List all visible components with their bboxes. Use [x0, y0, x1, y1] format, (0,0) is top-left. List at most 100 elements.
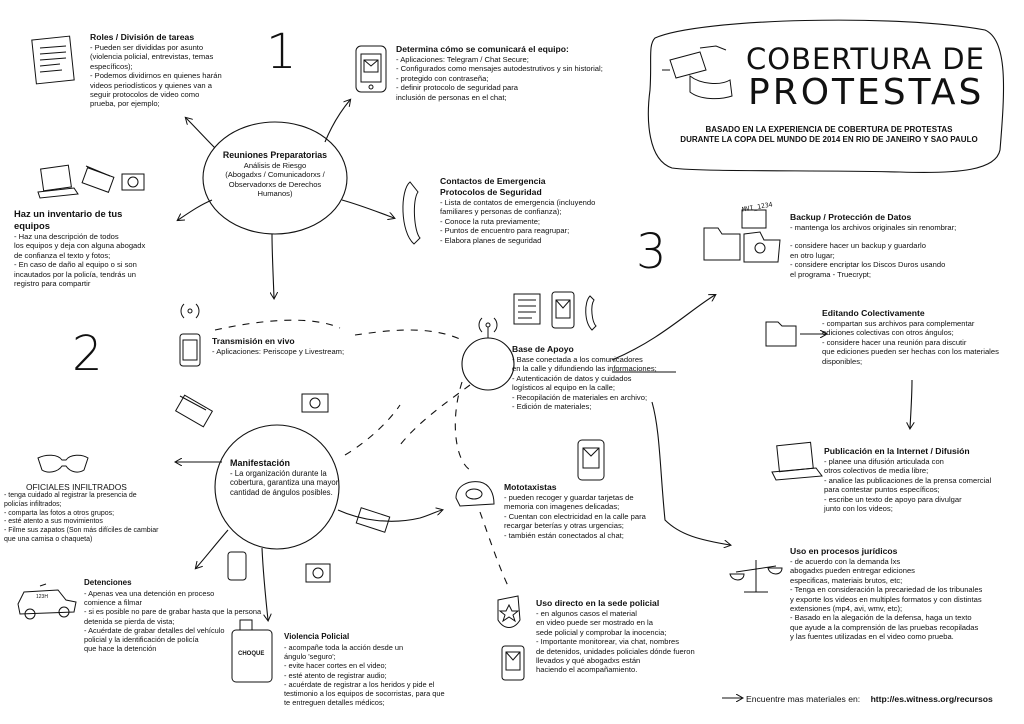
backup-title: Backup / Protección de Datos: [790, 212, 912, 222]
backup-item: [790, 232, 1010, 241]
violencia-item: ángulo 'seguro';: [284, 652, 336, 662]
choque-sign-icon: [231, 619, 273, 683]
roles-item: específicos);: [90, 61, 133, 71]
base-block: Base de Apoyo - Base conectada a los com…: [512, 344, 692, 411]
police-badge-icon: [497, 595, 521, 628]
roles-item: (violencia policial, entrevistas, temas: [90, 52, 214, 62]
juridicos-item: - Basado en la alegación de la defensa, …: [790, 613, 972, 623]
inventario-item: - En caso de daño al equipo o si son: [14, 260, 137, 270]
oficiales-item: - Filme sus zapatos (Son más difíciles d…: [4, 527, 159, 535]
transmision-title: Transmisión en vivo: [212, 336, 295, 346]
document-icon: [31, 35, 75, 85]
base-phone-icon: [551, 291, 575, 329]
detenciones-item: - Apenas vea una detención en proceso: [84, 589, 215, 598]
phone-small-icon: [227, 551, 247, 581]
smartphone-icon: [355, 45, 387, 93]
editando-title: Editando Colectivamente: [822, 308, 925, 318]
violencia-item: - acuérdate de registrar a los heridos y…: [284, 679, 435, 689]
mototaxistas-item: - Cuentan con electricidad en la calle p…: [504, 511, 646, 521]
comunicacion-item: - definir protocolo de seguridad para: [396, 83, 518, 93]
base-documents-icon: [513, 293, 541, 325]
backup-item: - considere encriptar los Discos Duros u…: [790, 260, 946, 270]
roles-item: - Podemos dividirnos en quienes harán: [90, 71, 222, 81]
detenciones-item: detenida se pierda de vista;: [84, 616, 175, 626]
juridicos-item: y exporte los videos en multiples format…: [790, 594, 982, 604]
title-line-1: COBERTURA DE: [746, 42, 985, 76]
telephone-icon: [402, 181, 421, 245]
comunicacion-item: - protegido con contraseña;: [396, 73, 489, 83]
reuniones-line: (Abogadxs / Comunicadorxs /: [225, 170, 325, 180]
backup-item: - mantenga los archivos originales sin r…: [790, 223, 957, 232]
sede-item: en video puede ser mostrado en la: [536, 618, 653, 628]
roles-item: seguir protocolos de video como: [90, 90, 200, 100]
publicacion-item: - analice las publicaciones de la prensa…: [824, 475, 992, 485]
base-item: logísticos al equipo en la calle;: [512, 383, 616, 393]
sede-item: sede policial y comprobar la inocencia;: [536, 627, 667, 637]
step-number-1: 1: [266, 24, 297, 80]
sede-phone-icon: [501, 645, 525, 681]
detenciones-block: Detenciones - Apenas vea una detención e…: [84, 578, 284, 653]
roles-item: videos periodísticos y quienes van a: [90, 80, 212, 90]
roles-item: - Pueden ser divididas por asunto: [90, 43, 204, 52]
juridicos-title: Uso en procesos jurídicos: [790, 546, 898, 556]
backup-item: el programa - Truecrypt;: [790, 269, 872, 279]
base-item: - Base conectada a los comunicadores: [512, 355, 643, 364]
editando-item: - considere hacer una reunión para discu…: [822, 337, 967, 347]
base-item: - Recopilación de materiales en archivo;: [512, 392, 648, 402]
juridicos-item: extensiones (mp4, avi, wmv, etc);: [790, 604, 903, 614]
violencia-item: te entreguen detalles médicos;: [284, 698, 385, 708]
folder-icon: [703, 209, 781, 263]
violencia-item: - evite hacer cortes en el video;: [284, 661, 387, 671]
base-handset-icon: [585, 295, 597, 331]
car-label: 123H: [36, 594, 48, 600]
sede-item: - Importante monitorear, via chat, nombr…: [536, 637, 680, 647]
live-phone-icon: [179, 303, 201, 367]
juridicos-block: Uso en procesos jurídicos - de acuerdo c…: [790, 546, 1022, 642]
inventario-title-2: equipos: [14, 220, 50, 231]
juridicos-item: abogadxs pueden entregar ediciones: [790, 566, 915, 576]
step-number-2: 2: [72, 326, 103, 382]
reuniones-line: Análisis de Riesgo: [243, 161, 307, 170]
helmet-icon: [455, 481, 495, 507]
inventario-item: registro para compartir: [14, 279, 91, 289]
manifestacion-line: - La organización durante la: [230, 469, 327, 478]
sede-title: Uso directo en la sede policial: [536, 598, 660, 608]
justice-scales-icon: [729, 560, 783, 593]
base-item: en la calle y difundiendo las informacio…: [512, 364, 657, 374]
inventario-block: Haz un inventario de tus equipos - Haz u…: [14, 208, 194, 288]
detenciones-item: que hace la detención: [84, 644, 157, 654]
transmision-item: - Aplicaciones: Periscope y Livestream;: [212, 347, 345, 356]
subtitle-line-2: DURANTE LA COPA DEL MUNDO DE 2014 EN RIO…: [680, 135, 978, 144]
base-title: Base de Apoyo: [512, 344, 574, 354]
editando-item: que ediciones pueden ser hechas con los …: [822, 347, 999, 357]
title-line-2: PROTESTAS: [748, 72, 985, 113]
oficiales-item: - esté atento a sus movimientos: [4, 518, 103, 526]
backup-item: en otro lugar;: [790, 250, 835, 260]
inventario-item: - Haz una descripción de todos: [14, 232, 119, 241]
violencia-item: - acompañe toda la acción desde un: [284, 643, 404, 652]
contactos-block: Contactos de Emergencia Protocolos de Se…: [440, 176, 640, 245]
juridicos-item: - de acuerdo con la demanda lxs: [790, 557, 901, 566]
camcorder-2-icon: [355, 507, 391, 533]
reuniones-line: Observadorxs de Derechos: [228, 179, 322, 189]
sign-label: CHOQUE: [238, 651, 265, 657]
camera-small-icon: [301, 393, 329, 413]
publicacion-item: - planee una difusión articulada con: [824, 457, 944, 466]
contactos-item: - Elabora planes de seguridad: [440, 235, 542, 245]
title-bubble: [647, 19, 1005, 173]
reuniones-circle: [202, 121, 348, 235]
base-circle: [461, 337, 515, 391]
editando-item: disponibles;: [822, 356, 863, 366]
publicacion-item: otros colectivos de media libre;: [824, 466, 929, 476]
camera-below-icon: [305, 563, 331, 583]
juridicos-item: y las fuentes utilizadas en el video com…: [790, 632, 954, 642]
mototaxistas-item: memoria con imagenes delicadas;: [504, 502, 620, 512]
police-car-icon: [17, 583, 77, 620]
footer-link[interactable]: http://es.witness.org/recursos: [870, 694, 993, 704]
comunicacion-block: Determina cómo se comunicará el equipo: …: [396, 44, 646, 102]
camcorder-icon: [174, 394, 214, 428]
step-number-3: 3: [636, 224, 667, 280]
sede-item: de detenidos, unidades policiales dónde …: [536, 646, 695, 656]
violencia-block: Violencia Policial - acompañe toda la ac…: [284, 632, 484, 707]
